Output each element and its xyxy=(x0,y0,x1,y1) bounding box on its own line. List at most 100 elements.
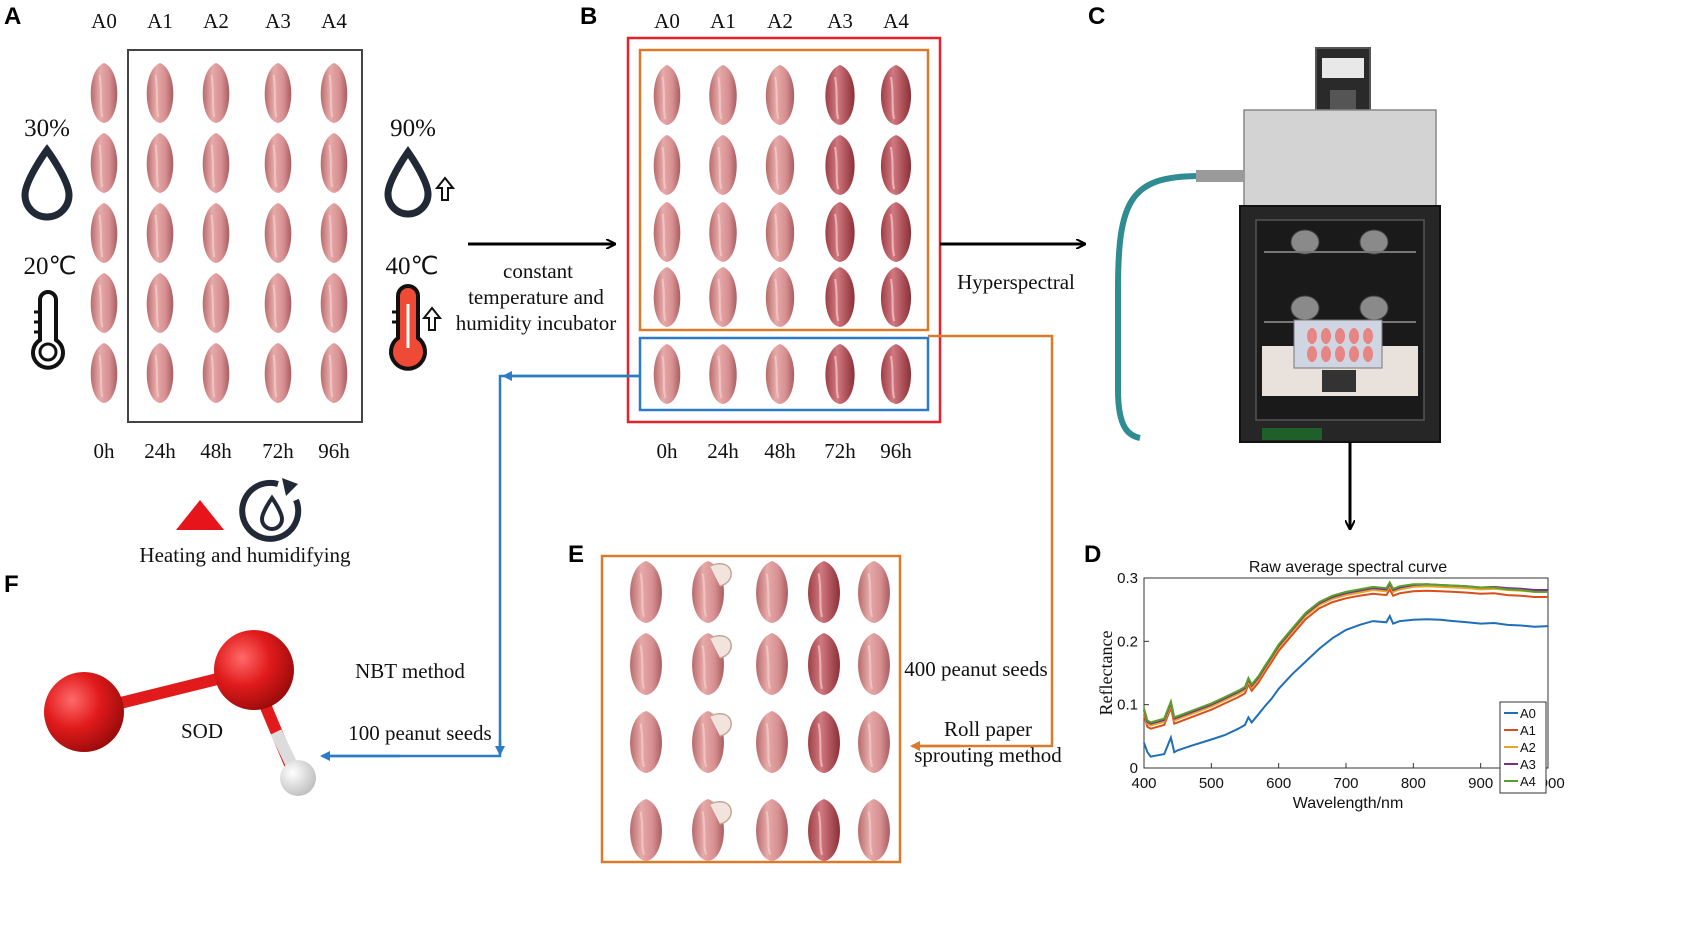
panel-d-letter: D xyxy=(1084,541,1101,568)
peanut-seed xyxy=(90,343,118,403)
peanut-seed xyxy=(765,344,795,404)
peanut-seed xyxy=(709,202,737,262)
peanut-seed xyxy=(320,63,348,123)
incubator-label: constant temperature and humidity incuba… xyxy=(456,259,616,335)
peanut-seed xyxy=(264,273,292,333)
peanut-seed xyxy=(765,65,795,125)
x-tick-label: 800 xyxy=(1401,775,1426,792)
hyperspectral-imager-illustration xyxy=(1115,47,1441,443)
molecule-label: SOD xyxy=(181,719,223,743)
time-label: 0h xyxy=(657,439,679,463)
sprout-shape xyxy=(709,801,732,825)
arrow-up-icon xyxy=(421,306,443,331)
series-line-A4 xyxy=(1143,580,1548,724)
peanut-seed xyxy=(320,203,348,263)
peanut-seed xyxy=(756,711,788,773)
legend-label: A2 xyxy=(1520,740,1536,755)
peanut-seed xyxy=(653,65,681,125)
legend-label: A4 xyxy=(1520,774,1536,789)
peanut-seed xyxy=(880,202,912,262)
seed-count-sprouting: 400 peanut seeds xyxy=(904,657,1047,681)
peanut-seed xyxy=(653,267,681,327)
peanut-seed xyxy=(146,133,174,193)
plot-area xyxy=(1143,577,1549,769)
series-line-A0 xyxy=(1143,613,1549,758)
peanut-seed xyxy=(858,799,890,861)
peanut-seed xyxy=(692,633,732,695)
panel-e: E 400 peanut seeds Roll paper sprouting … xyxy=(568,541,1062,864)
column-label: A0 xyxy=(654,9,680,33)
x-tick-label: 500 xyxy=(1199,775,1224,792)
x-tick-label: 900 xyxy=(1468,775,1493,792)
humidity-end: 90% xyxy=(390,115,436,142)
chart-title: Raw average spectral curve xyxy=(1249,559,1447,576)
peanut-seed xyxy=(808,711,840,773)
peanut-seed xyxy=(825,202,855,262)
peanut-seed xyxy=(709,267,737,327)
panel-b-times: 0h 24h 48h 72h 96h xyxy=(657,439,913,463)
legend-label: A3 xyxy=(1520,757,1536,772)
y-tick-label: 0.2 xyxy=(1117,633,1138,650)
column-label: A2 xyxy=(767,9,793,33)
peanut-seed xyxy=(756,799,788,861)
peanut-seed xyxy=(692,561,732,623)
peanut-seed xyxy=(756,561,788,623)
time-label: 24h xyxy=(144,439,176,463)
panel-a-columns: A0 A1 A2 A3 A4 xyxy=(91,9,347,33)
seed-count-sod: 100 peanut seeds xyxy=(348,721,491,745)
peanut-seed xyxy=(765,267,795,327)
temperature-end: 40℃ xyxy=(385,253,438,280)
peanut-seed xyxy=(202,203,230,263)
peanut-seed xyxy=(146,63,174,123)
x-tick-label: 700 xyxy=(1333,775,1358,792)
peanut-seed xyxy=(320,133,348,193)
panel-b: B A0 A1 A2 A3 A4 0h 24h 48h 72h 96h xyxy=(580,3,942,463)
panel-b-sod-group xyxy=(638,336,930,412)
peanut-seed xyxy=(202,133,230,193)
heating-caption: Heating and humidifying xyxy=(139,543,351,567)
temperature-start: 20℃ xyxy=(23,253,76,280)
incubator-label-line: temperature and xyxy=(468,285,604,309)
sprout-shape xyxy=(709,713,732,737)
peanut-seed xyxy=(320,273,348,333)
time-label: 72h xyxy=(262,439,294,463)
panel-e-sprouted-seed-grid xyxy=(630,561,890,861)
peanut-seed xyxy=(90,273,118,333)
peanut-seed xyxy=(880,267,912,327)
peanut-seed xyxy=(202,63,230,123)
peanut-seed xyxy=(858,561,890,623)
humidify-cycle-icon xyxy=(239,478,302,542)
legend-label: A1 xyxy=(1520,723,1536,738)
thermometer-hot-icon xyxy=(389,284,427,371)
panel-e-frame xyxy=(600,554,902,864)
peanut-seed xyxy=(653,344,681,404)
panel-c: C xyxy=(1088,3,1441,528)
peanut-seed xyxy=(90,203,118,263)
arrow-to-sprouting xyxy=(912,334,1054,748)
sprout-shape xyxy=(709,635,732,659)
peanut-seed xyxy=(756,633,788,695)
peanut-seed xyxy=(709,135,737,195)
time-label: 96h xyxy=(880,439,912,463)
peanut-seed xyxy=(264,203,292,263)
arrow-up-icon xyxy=(434,176,456,201)
column-label: A1 xyxy=(147,9,173,33)
water-drop-icon xyxy=(21,144,73,221)
incubator-label-line: humidity incubator xyxy=(456,311,616,335)
peanut-seed xyxy=(630,799,662,861)
peanut-seed xyxy=(858,711,890,773)
panel-a-times: 0h 24h 48h 72h 96h xyxy=(94,439,351,463)
panel-a-seed-grid xyxy=(90,63,348,403)
column-label: A2 xyxy=(203,9,229,33)
peanut-seed xyxy=(692,799,732,861)
peanut-seed xyxy=(808,633,840,695)
peanut-seed xyxy=(630,633,662,695)
column-label: A0 xyxy=(91,9,117,33)
peanut-seed xyxy=(653,202,681,262)
column-label: A3 xyxy=(265,9,291,33)
peanut-seed xyxy=(90,63,118,123)
legend-label: A0 xyxy=(1520,706,1536,721)
peanut-seed xyxy=(880,65,912,125)
peanut-seed xyxy=(202,273,230,333)
